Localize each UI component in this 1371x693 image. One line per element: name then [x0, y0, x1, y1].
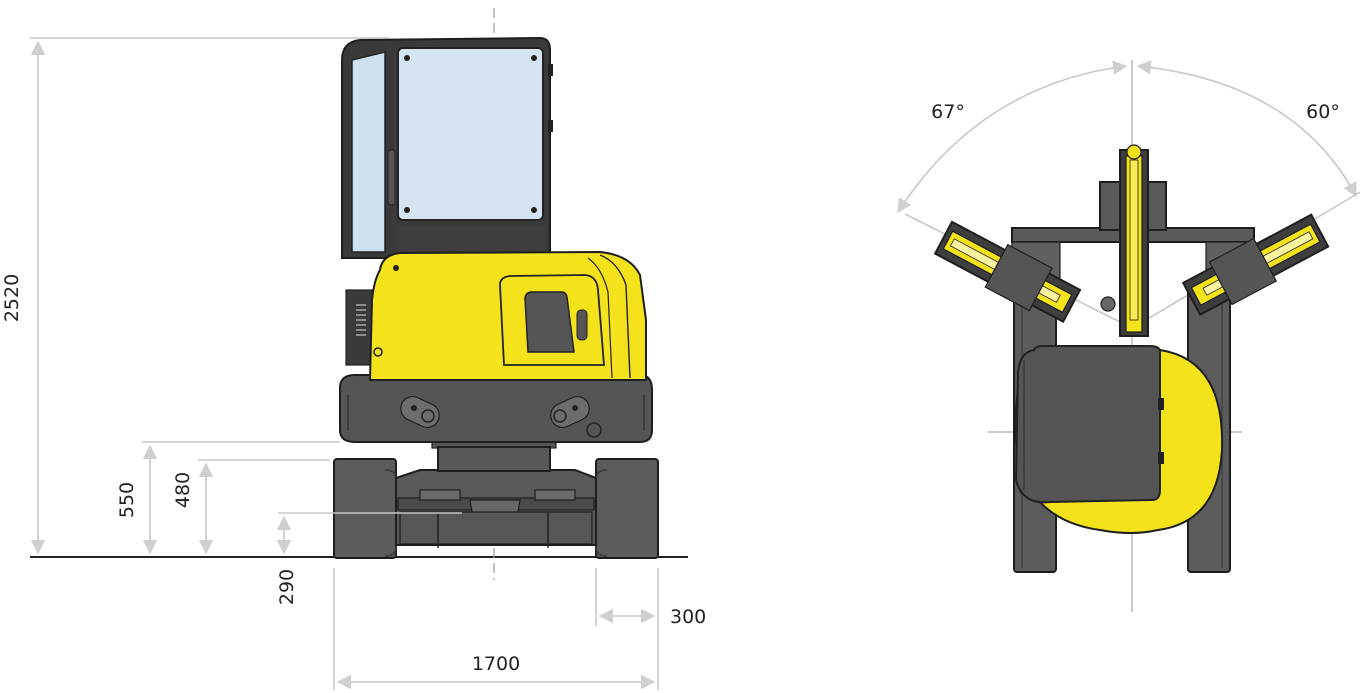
dim-2520-label: 2520	[1, 274, 23, 322]
swing-column	[431, 439, 557, 472]
dim-1700-label: 1700	[472, 653, 520, 675]
dim-300: 300	[595, 568, 706, 690]
angle-right-label: 60°	[1306, 101, 1340, 123]
dim-480-label: 480	[172, 472, 194, 508]
engine-hood	[368, 250, 647, 381]
dim-300-label: 300	[670, 606, 706, 628]
dim-480: 480	[172, 459, 330, 555]
operator-cab	[341, 36, 553, 366]
dim-290-label: 290	[276, 569, 298, 605]
dim-290: 290	[276, 512, 462, 605]
angle-left-label: 67°	[931, 101, 965, 123]
dim-overall-height: 2520	[1, 37, 390, 555]
track-right	[595, 458, 659, 559]
dim-1700: 1700	[333, 568, 656, 690]
top-boom-left	[933, 220, 1082, 324]
track-left	[333, 458, 397, 559]
counterweight	[339, 374, 653, 443]
top-boom-right	[1181, 213, 1330, 316]
top-view: 67° 60°	[897, 60, 1361, 612]
front-view: 2520 550 480 290 300	[1, 8, 706, 690]
light-left	[400, 396, 440, 428]
top-upper-structure	[1014, 345, 1224, 534]
dim-550-label: 550	[116, 482, 138, 518]
undercarriage-frame	[395, 469, 597, 548]
top-boom-center	[1100, 144, 1149, 337]
light-right	[550, 396, 590, 428]
dim-550: 550	[116, 441, 340, 555]
